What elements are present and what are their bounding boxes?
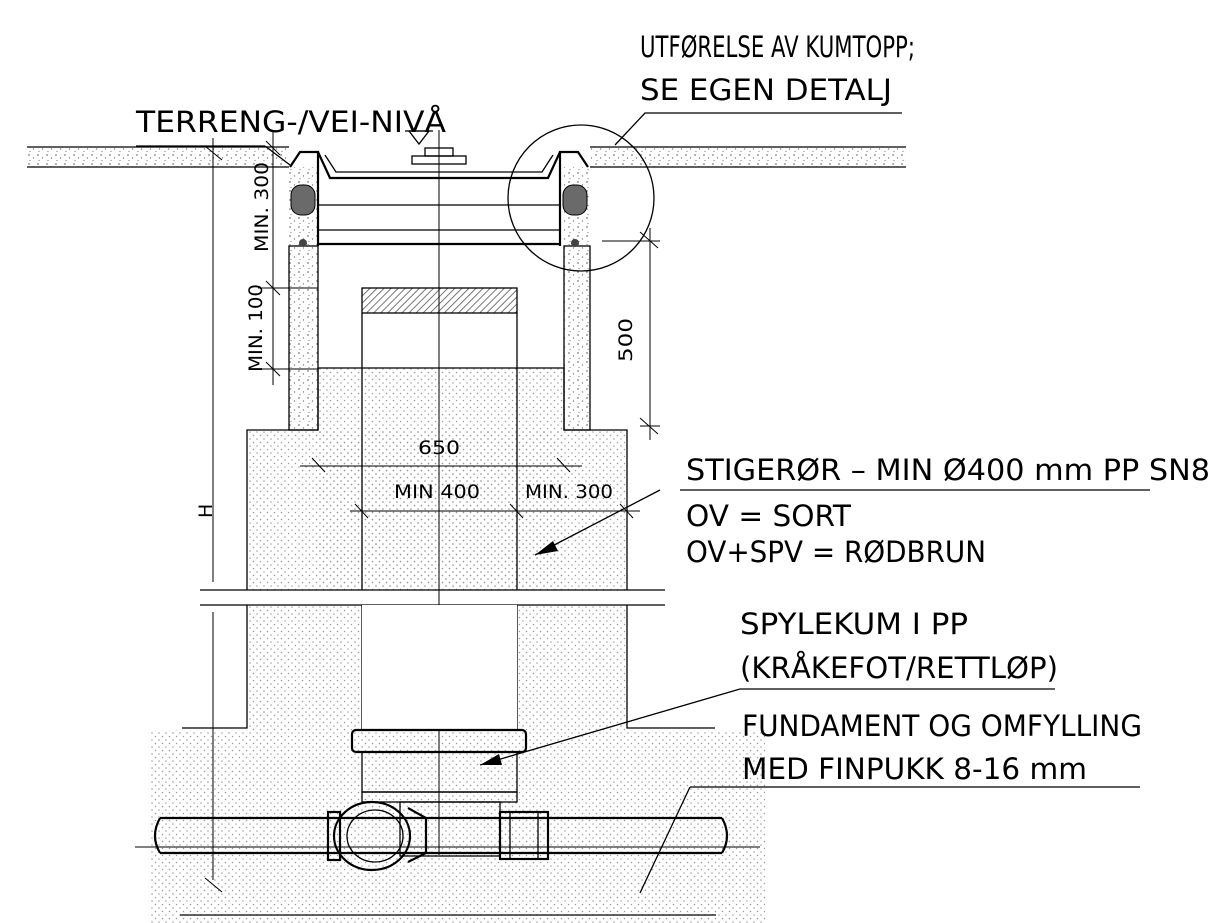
label-ov: OV = SORT	[686, 499, 851, 533]
dim-500: 500	[615, 318, 637, 362]
main-pipe	[135, 800, 760, 872]
label-kumtopp-2: SE EGEN DETALJ	[640, 73, 892, 107]
detail-circle	[507, 124, 655, 272]
dim-min300-side: MIN. 300	[525, 481, 613, 503]
ground-surface	[27, 146, 906, 168]
label-stigeror: STIGERØR – MIN Ø400 mm PP SN8	[686, 453, 1210, 487]
dim-min400: MIN 400	[394, 481, 480, 503]
leader-lines	[136, 112, 1150, 894]
dim-650: 650	[418, 437, 460, 459]
dim-min300-top: MIN. 300	[251, 162, 273, 252]
concrete-ring-right	[563, 245, 591, 431]
dimension-labels: MIN. 300 MIN. 100 500 650 MIN 400 MIN. 3…	[195, 162, 637, 518]
dim-min100: MIN. 100	[245, 284, 267, 372]
flushing-chamber	[350, 605, 528, 857]
concrete-ring-left	[288, 245, 319, 431]
gravel-fill	[150, 367, 765, 923]
label-ovspv: OV+SPV = RØDBRUN	[686, 535, 986, 569]
label-fundament-1: FUNDAMENT OG OMFYLLING	[742, 709, 1142, 743]
seal-right	[562, 184, 588, 216]
label-fundament-2: MED FINPUKK 8-16 mm	[742, 752, 1087, 786]
level-marker	[405, 130, 433, 146]
dimension-lines	[204, 130, 660, 893]
dim-h: H	[195, 504, 217, 518]
seal-left	[290, 184, 316, 216]
label-spylekum-2: (KRÅKEFOT/RETTLØP)	[740, 651, 1058, 685]
text-labels: TERRENG-/VEI-NIVÅ UTFØRELSE AV KUMTOPP; …	[135, 30, 1210, 786]
label-spylekum-1: SPYLEKUM I PP	[740, 607, 968, 641]
label-terrain: TERRENG-/VEI-NIVÅ	[135, 105, 446, 139]
label-kumtopp-1: UTFØRELSE AV KUMTOPP;	[640, 30, 915, 64]
